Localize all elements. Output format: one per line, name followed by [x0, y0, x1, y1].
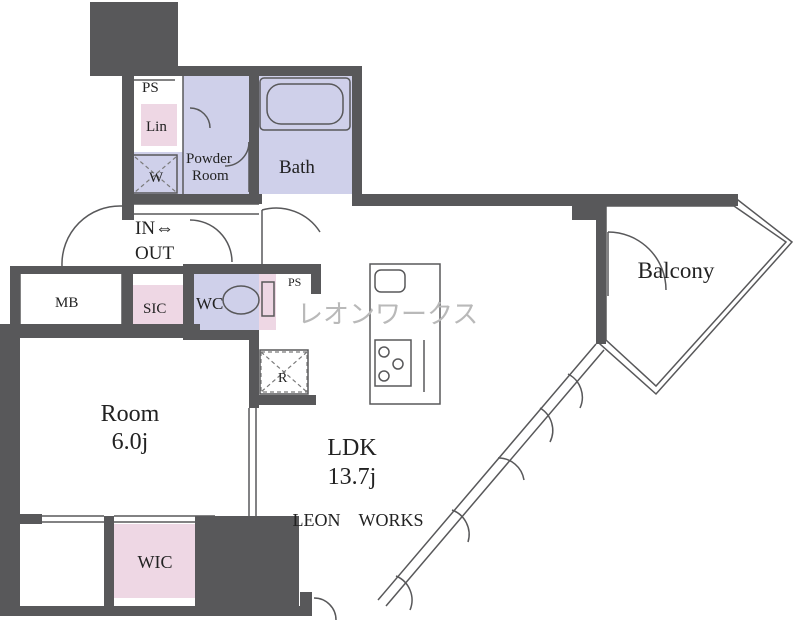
wet-area-zones: [133, 76, 352, 330]
walls: [0, 2, 738, 616]
ps-top-label: PS: [142, 80, 159, 96]
credit-text: LEON WORKS: [293, 510, 424, 530]
door-swings: [61, 107, 667, 296]
linen-label: Lin: [146, 119, 167, 135]
room-name-label: Room: [101, 401, 160, 427]
fridge-label: R: [278, 371, 288, 386]
thin-lines: [19, 76, 351, 523]
ldk-size-label: 13.7j: [328, 464, 377, 490]
powder-room-label-line2: Room: [192, 168, 229, 184]
washer-label: W: [149, 170, 164, 186]
bath-label: Bath: [279, 157, 315, 178]
sic-label: SIC: [143, 301, 166, 317]
ps-mid-label: PS: [288, 275, 301, 289]
wc-label: WC: [196, 294, 223, 313]
window-wall: [313, 343, 605, 621]
toilet-icon: [222, 281, 275, 317]
ldk-name-label: LDK: [327, 435, 377, 461]
balcony-outline: [599, 199, 794, 396]
meter-box-label: MB: [55, 295, 78, 311]
balcony-label: Balcony: [638, 258, 715, 283]
entrance-label-line2: OUT: [135, 243, 174, 264]
storage-zones: [113, 104, 276, 598]
kitchen-island: [369, 263, 441, 405]
wic-label: WIC: [138, 552, 173, 572]
powder-room-label-line1: Powder: [186, 151, 232, 167]
room-size-label: 6.0j: [112, 429, 149, 455]
appliance-placeholders: [134, 156, 308, 393]
watermark-text: レオンワークス: [297, 300, 478, 330]
entrance-label-line1: IN⇔: [135, 218, 174, 239]
